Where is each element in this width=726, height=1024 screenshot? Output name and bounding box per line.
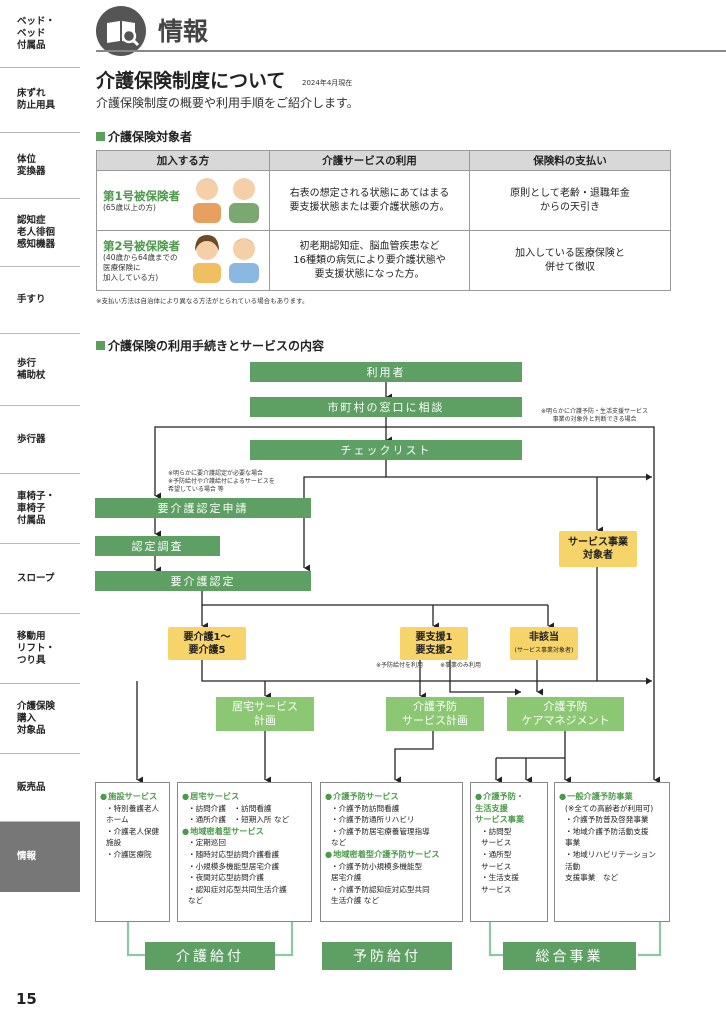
table-cell-payment: 原則として老齢・退職年金 からの天引き: [469, 170, 671, 231]
sidebar-item-handrail[interactable]: 手すり: [0, 267, 80, 334]
insured-table: 加入する方 介護サービスの利用 保険料の支払い 第1号被保険者 (65歳以上の方…: [96, 150, 671, 291]
flow-consult: 市町村の窓口に相談: [250, 397, 522, 417]
header-divider: [96, 50, 726, 52]
header-title: 情報: [158, 17, 209, 46]
table-cell-usage: 右表の想定される状態にあてはまる 要支援状態または要介護状態の方。: [269, 170, 470, 231]
table-cell-category: 第1号被保険者 (65歳以上の方): [96, 169, 270, 231]
note-project-only: ※事業のみ利用: [440, 662, 482, 669]
sidebar-item-walker[interactable]: 歩行器: [0, 406, 80, 474]
service-home: 居宅サービス 訪問介護 ・訪問看護 通所介護 ・短期入所 など 地域密着型サービ…: [177, 782, 312, 922]
flow-user: 利用者: [250, 362, 522, 382]
sidebar-item-bed[interactable]: ベッド・ ベッド 付属品: [0, 0, 80, 68]
flow-care-level: 要介護1〜 要介護5: [168, 627, 246, 660]
page-date: 2024年4月現在: [302, 79, 353, 87]
payout-care: 介護給付: [145, 942, 275, 970]
sidebar-item-pressure[interactable]: 床ずれ 防止用具: [0, 68, 80, 133]
sidebar-item-wheelchair[interactable]: 車椅子・ 車椅子 付属品: [0, 474, 80, 544]
flow-apply: 要介護認定申請: [95, 498, 311, 518]
section-title-procedure: 介護保険の利用手続きとサービスの内容: [96, 337, 324, 354]
sidebar-item-position[interactable]: 体位 変換器: [0, 133, 80, 199]
flow-certify: 要介護認定: [95, 571, 311, 591]
page-title: 介護保険制度について: [96, 70, 286, 92]
table-row: 第2号被保険者 (40歳から64歳までの 医療保険に 加入している方) 初老期認…: [96, 229, 671, 291]
elderly-couple-icon: [191, 169, 263, 228]
table-row: 第1号被保険者 (65歳以上の方) 右表の想定される状態にあてはまる 要支援状態…: [96, 169, 671, 231]
flow-prevent-care: 介護予防 ケアマネジメント: [507, 697, 624, 731]
table-header-row: 加入する方 介護サービスの利用 保険料の支払い: [96, 150, 671, 171]
flow-home-plan: 居宅サービス 計画: [216, 697, 314, 731]
sidebar-item-sales[interactable]: 販売品: [0, 754, 80, 822]
flow-checklist: チェックリスト: [250, 440, 522, 460]
table-cell-category: 第2号被保険者 (40歳から64歳までの 医療保険に 加入している方): [96, 229, 270, 291]
flow-ineligible: 非該当 (サービス事業対象者): [510, 627, 578, 660]
service-prevent: 介護予防サービス 介護予防訪問看護 介護予防通所リハビリ 介護予防居宅療養管理指…: [320, 782, 463, 922]
table-note: ※支払い方法は自治体により異なる方法がとられている場合もあります。: [96, 297, 309, 305]
table-header: 介護サービスの利用: [269, 150, 470, 171]
sidebar-item-info[interactable]: 情報: [0, 822, 80, 892]
service-daily-support: 介護予防・ 生活支援 サービス事業 訪問型 サービス 通所型 サービス 生活支援…: [470, 782, 548, 922]
note-prevent-use: ※予防給付を利用: [376, 662, 424, 669]
table-cell-payment: 加入している医療保険と 併せて徴収: [469, 230, 671, 291]
service-facility: 施設サービス 特別養護老人 ホーム 介護老人保健 施設 介護医療院: [95, 782, 170, 922]
table-cell-usage: 初老期認知症、脳血管疾患など 16種類の病気により要介護状態や 要支援状態になっ…: [269, 230, 470, 291]
payout-general: 総合事業: [503, 942, 636, 970]
flow-prevent-plan: 介護予防 サービス計画: [386, 697, 484, 731]
page-number: 15: [16, 990, 37, 1008]
sidebar-item-lift[interactable]: 移動用 リフト・ つり具: [0, 614, 80, 684]
section-title-insured: 介護保険対象者: [96, 128, 192, 145]
book-search-icon: [96, 6, 146, 56]
table-header: 保険料の支払い: [469, 150, 671, 171]
flow-support-level: 要支援1 要支援2: [400, 627, 468, 660]
sidebar-nav: ベッド・ ベッド 付属品 床ずれ 防止用具 体位 変換器 認知症 老人徘徊 感知…: [0, 0, 80, 900]
note-left: ※明らかに要介護認定が必要な場合 ※予防給付や介護給付によるサービスを 希望して…: [168, 470, 275, 493]
sidebar-item-dementia[interactable]: 認知症 老人徘徊 感知機器: [0, 199, 80, 267]
service-general-prevention: 一般介護予防事業 (※全ての高齢者が利用可) 介護予防普及啓発事業 地域介護予防…: [554, 782, 670, 922]
flow-service-target: サービス事業 対象者: [559, 531, 637, 567]
sidebar-item-purchase[interactable]: 介護保険 購入 対象品: [0, 684, 80, 754]
sidebar-item-cane[interactable]: 歩行 補助杖: [0, 334, 80, 406]
middle-aged-couple-icon: [191, 229, 263, 288]
payout-prevent: 予防給付: [322, 942, 452, 970]
page-intro: 介護保険制度の概要や利用手順をご紹介します。: [96, 96, 359, 110]
note-top-right: ※明らかに介護予防・生活支援サービス 事業の対象外と判断できる場合: [541, 408, 649, 423]
flow-survey: 認定調査: [95, 536, 220, 556]
sidebar-item-slope[interactable]: スロープ: [0, 544, 80, 614]
